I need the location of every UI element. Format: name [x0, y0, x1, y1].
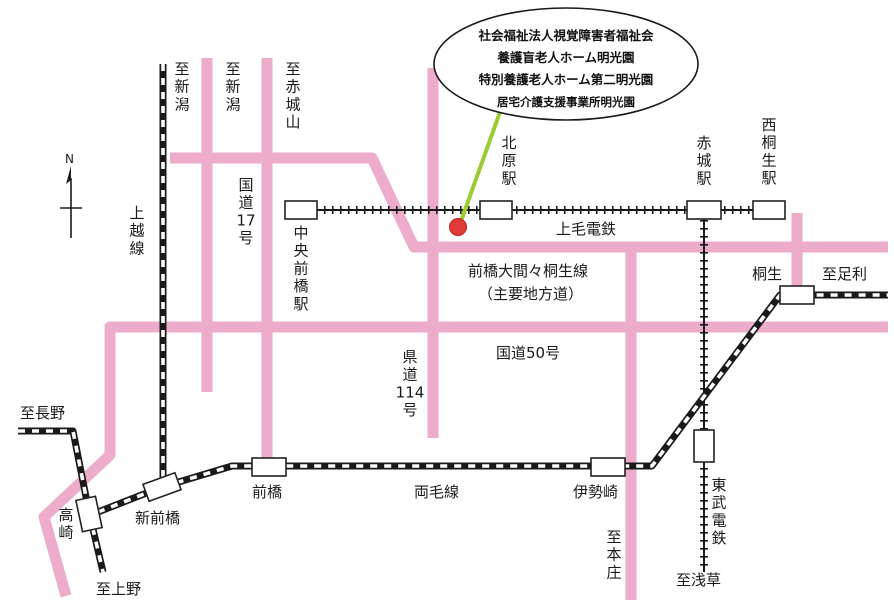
compass: N	[60, 152, 82, 238]
label-to-nagano: 至長野	[20, 404, 65, 422]
horizontal-labels: 上毛電鉄 前橋大間々桐生線 （主要地方道） 桐生 至足利 国道50号 至長野 新…	[20, 220, 867, 598]
label-ryomo-line: 両毛線	[414, 483, 459, 501]
callout-ellipse	[433, 7, 699, 121]
callout-leader	[458, 110, 502, 226]
station-chuo-maebashi	[284, 200, 318, 220]
label-to-akagiyama: 至赤城山	[285, 60, 300, 131]
station-shinmaebashi	[141, 471, 183, 503]
label-takasaki: 高崎	[58, 506, 73, 542]
label-to-ueno: 至上野	[96, 580, 141, 598]
label-main-road-sub: （主要地方道）	[478, 285, 583, 303]
label-main-road: 前橋大間々桐生線	[468, 262, 588, 280]
label-kitahara: 北原駅	[501, 134, 516, 187]
station-kitahara	[479, 200, 513, 220]
station-kiryu	[779, 285, 815, 305]
stations	[74, 200, 815, 533]
label-to-niigata-1: 至新潟	[174, 60, 189, 113]
callout-line-4: 居宅介護支援事業所明光園	[497, 95, 635, 109]
station-maebashi	[251, 457, 287, 477]
label-joetsu-line: 上越線	[129, 204, 144, 257]
label-tobu: 東武電鉄	[711, 476, 726, 547]
station-isesaki	[590, 457, 626, 477]
station-tobu-mid	[693, 429, 715, 463]
station-akagi	[686, 200, 722, 220]
label-to-asakusa: 至浅草	[676, 571, 721, 589]
label-isesaki: 伊勢崎	[573, 483, 618, 501]
label-to-honjo: 至本庄	[606, 528, 621, 581]
facility-marker	[449, 218, 467, 236]
label-route50: 国道50号	[496, 344, 560, 362]
label-maebashi: 前橋	[252, 483, 282, 501]
label-akagi: 赤城駅	[696, 134, 711, 187]
facility-callout: 社会福祉法人視覚障害者福祉会 養護盲老人ホーム明光園 特別養護老人ホーム第二明光…	[433, 7, 699, 236]
callout-line-1: 社会福祉法人視覚障害者福祉会	[477, 28, 654, 43]
label-to-niigata-2: 至新潟	[225, 60, 240, 113]
label-shinmaebashi: 新前橋	[135, 509, 180, 527]
compass-label: N	[65, 152, 74, 166]
label-jomo-dentetsu: 上毛電鉄	[556, 220, 616, 238]
label-kiryu: 桐生	[752, 265, 782, 283]
label-chuo-maebashi: 中央前橋駅	[293, 224, 308, 313]
road-route50	[38, 321, 888, 598]
callout-line-3: 特別養護老人ホーム第二明光園	[479, 72, 654, 87]
label-nishikiryu: 西桐生駅	[761, 116, 776, 187]
station-takasaki	[74, 495, 104, 533]
roads	[38, 58, 888, 600]
label-to-ashikaga: 至足利	[822, 265, 867, 283]
callout-line-2: 養護盲老人ホーム明光園	[496, 50, 634, 65]
station-nishikiryu	[752, 200, 786, 220]
